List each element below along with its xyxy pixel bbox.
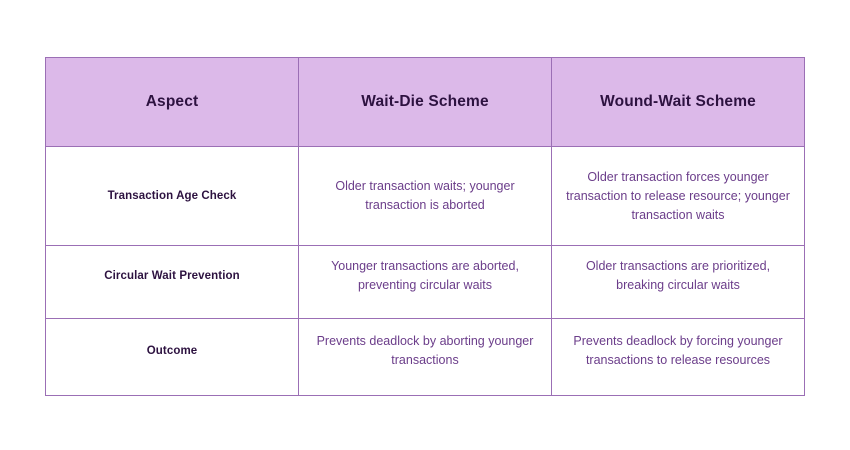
cell-wound-wait-transaction-age-check: Older transaction forces younger transac…: [551, 146, 805, 246]
table-row: Circular Wait Prevention Younger transac…: [45, 245, 805, 319]
table-row: Transaction Age Check Older transaction …: [45, 146, 805, 246]
cell-aspect-circular-wait-prevention: Circular Wait Prevention: [45, 245, 299, 319]
table-body: Transaction Age Check Older transaction …: [45, 146, 805, 396]
table-header: Aspect Wait-Die Scheme Wound-Wait Scheme: [45, 57, 805, 147]
cell-wait-die-circular-wait-prevention: Younger transactions are aborted, preven…: [298, 245, 552, 319]
cell-aspect-outcome: Outcome: [45, 318, 299, 396]
column-header-wound-wait: Wound-Wait Scheme: [551, 57, 805, 147]
cell-text: Older transaction waits; younger transac…: [335, 179, 515, 212]
cell-text: Older transaction forces younger transac…: [566, 169, 790, 222]
cell-text: Prevents deadlock by forcing younger tra…: [573, 334, 783, 367]
cell-text: Prevents deadlock by aborting younger tr…: [316, 334, 534, 367]
column-header-aspect: Aspect: [45, 57, 299, 147]
cell-aspect-transaction-age-check: Transaction Age Check: [45, 146, 299, 246]
cell-wait-die-outcome: Prevents deadlock by aborting younger tr…: [298, 318, 552, 396]
table-header-row: Aspect Wait-Die Scheme Wound-Wait Scheme: [45, 57, 805, 147]
cell-wound-wait-outcome: Prevents deadlock by forcing younger tra…: [551, 318, 805, 396]
cell-text: Transaction Age Check: [107, 190, 237, 202]
cell-text: Younger transactions are aborted, preven…: [331, 259, 519, 292]
table-row: Outcome Prevents deadlock by aborting yo…: [45, 318, 805, 396]
cell-text: Outcome: [146, 345, 198, 357]
cell-wait-die-transaction-age-check: Older transaction waits; younger transac…: [298, 146, 552, 246]
comparison-table: Aspect Wait-Die Scheme Wound-Wait Scheme…: [45, 57, 805, 396]
column-header-wait-die: Wait-Die Scheme: [298, 57, 552, 147]
cell-wound-wait-circular-wait-prevention: Older transactions are prioritized, brea…: [551, 245, 805, 319]
cell-text: Circular Wait Prevention: [104, 270, 240, 282]
cell-text: Older transactions are prioritized, brea…: [585, 259, 771, 292]
